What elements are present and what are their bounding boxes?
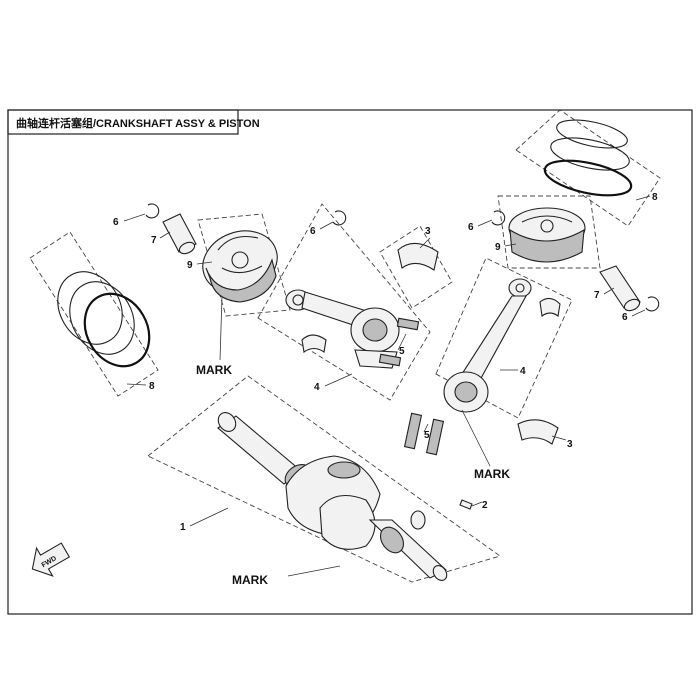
callout-7-right: 7 bbox=[594, 290, 600, 301]
callout-5-lower: 5 bbox=[424, 430, 430, 441]
callout-9-left: 9 bbox=[187, 260, 193, 271]
crank-bearing-ring bbox=[410, 510, 426, 530]
diagram-title: 曲轴连杆活塞组/CRANKSHAFT ASSY & PISTON bbox=[16, 116, 260, 130]
left-circlip-upper bbox=[145, 203, 160, 219]
bearing-shell-upper bbox=[397, 242, 439, 271]
right-piston bbox=[508, 207, 586, 263]
callout-9-right: 9 bbox=[495, 242, 501, 253]
bearing-shell-small-left bbox=[301, 334, 327, 353]
left-rings-dashed-box bbox=[29, 231, 159, 397]
callout-3-upper: 3 bbox=[425, 226, 431, 237]
crankshaft-dashed-box bbox=[147, 375, 502, 583]
right-piston-dashed-box bbox=[497, 195, 601, 269]
right-circlip-upper bbox=[491, 210, 506, 226]
drawing-frame bbox=[7, 109, 693, 615]
callout-6-left-upper: 6 bbox=[113, 217, 119, 228]
callout-8-right: 8 bbox=[652, 192, 658, 203]
right-piston-pin bbox=[599, 265, 641, 312]
bearing-shell-small-right bbox=[539, 297, 561, 317]
callout-6-right-upper: 6 bbox=[468, 222, 474, 233]
callout-5-upper: 5 bbox=[399, 346, 405, 357]
callout-2: 2 bbox=[482, 500, 488, 511]
bearing-shell-lower bbox=[517, 419, 559, 445]
left-piston-pin bbox=[162, 213, 197, 255]
callout-7-left: 7 bbox=[151, 235, 157, 246]
conrod-right-dashed-box bbox=[435, 257, 573, 419]
conrod-bolts-upper bbox=[378, 317, 420, 367]
mark-label-crankshaft: MARK bbox=[232, 573, 268, 587]
callout-6-mid: 6 bbox=[310, 226, 316, 237]
right-circlip-lower bbox=[645, 296, 660, 312]
callout-1: 1 bbox=[180, 522, 186, 533]
right-piston-rings bbox=[543, 119, 633, 197]
left-piston-rings bbox=[57, 271, 151, 368]
crankshaft bbox=[217, 412, 448, 581]
callout-8-left: 8 bbox=[149, 381, 155, 392]
title-box bbox=[7, 109, 239, 135]
callout-6-right-lower: 6 bbox=[622, 312, 628, 323]
left-piston bbox=[202, 230, 278, 303]
woodruff-key bbox=[459, 499, 473, 510]
mark-label-conrod: MARK bbox=[474, 467, 510, 481]
conrod-left-dashed-box bbox=[257, 203, 431, 401]
left-piston-dashed-box bbox=[197, 213, 291, 317]
callout-4-right: 4 bbox=[520, 366, 526, 377]
connecting-rod-right bbox=[443, 278, 532, 413]
left-circlip-mid bbox=[332, 210, 347, 226]
mark-label-left-piston: MARK bbox=[196, 363, 232, 377]
callout-3-lower: 3 bbox=[567, 439, 573, 450]
bearing-upper-dashed-box bbox=[379, 225, 453, 309]
fwd-arrow-icon: FWD bbox=[31, 542, 71, 577]
callout-4-left: 4 bbox=[314, 382, 320, 393]
conrod-bolts-lower bbox=[403, 412, 445, 456]
